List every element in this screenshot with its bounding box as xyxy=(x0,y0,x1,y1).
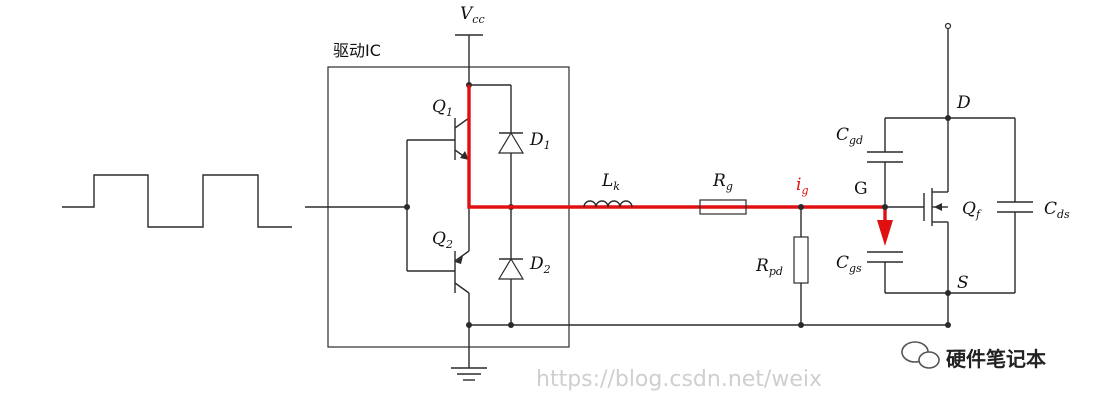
wechat-icon xyxy=(901,341,940,369)
current-arrow xyxy=(877,220,893,246)
cds-label: Cds xyxy=(1044,199,1070,221)
d1-label: D1 xyxy=(529,130,551,152)
q2-label: Q2 xyxy=(432,229,453,251)
qf-label: Qf xyxy=(962,199,982,221)
transistor-q2 xyxy=(407,250,470,294)
q1-label: Q1 xyxy=(432,97,453,119)
rpd-label: Rpd xyxy=(755,256,783,278)
resistor-rpd xyxy=(793,236,809,284)
watermark-url: https://blog.csdn.net/weix xyxy=(536,367,822,392)
rg-label: Rg xyxy=(712,171,733,193)
d2-label: D2 xyxy=(529,254,551,276)
driver-ic-title: 驱动IC xyxy=(333,41,381,60)
drain-label: D xyxy=(956,93,971,113)
gate-current-path xyxy=(467,85,887,220)
vcc-label: Vcc xyxy=(460,4,485,26)
mosfet-qf xyxy=(923,118,949,293)
source-label: S xyxy=(957,273,969,293)
drain-terminal xyxy=(944,22,952,30)
junction-dot xyxy=(508,322,514,328)
lk-label: Lk xyxy=(601,171,620,193)
ig-label: ig xyxy=(796,175,808,197)
ground-symbol xyxy=(451,367,487,381)
diode-d1 xyxy=(497,131,525,154)
diode-d2 xyxy=(497,257,525,280)
cgs-label: Cgs xyxy=(836,253,862,275)
junction-dot xyxy=(404,204,410,210)
inductor-lk xyxy=(583,200,633,208)
square-wave-input xyxy=(62,174,292,228)
transistor-q1 xyxy=(407,117,470,161)
watermark-brand: 硬件笔记本 xyxy=(946,347,1046,371)
cgd-label: Cgd xyxy=(836,125,863,147)
gate-label: G xyxy=(854,179,868,199)
resistor-rg xyxy=(699,199,747,215)
